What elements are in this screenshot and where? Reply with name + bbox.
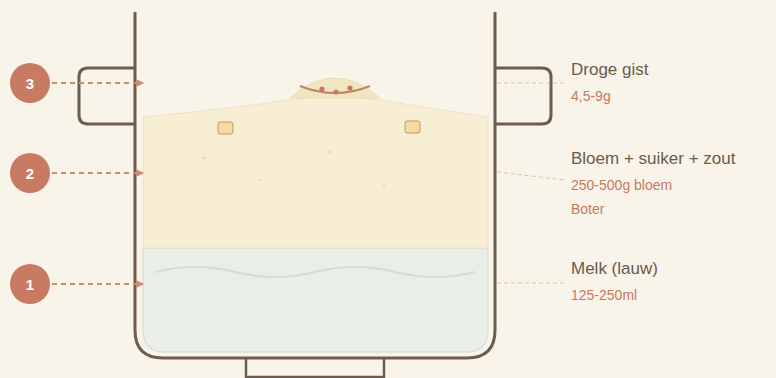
pan-handle [79, 68, 135, 124]
butter-cube [405, 121, 420, 133]
ingredient-amount: 125-250ml [571, 287, 637, 304]
callout-arrow [52, 82, 143, 84]
yeast-mound [290, 78, 380, 98]
yeast-dot [333, 89, 338, 94]
leader-line [497, 83, 565, 84]
milk-layer [143, 248, 488, 352]
pan-wall [135, 12, 495, 358]
callout-circle: 2 [10, 153, 50, 193]
flour-speck [327, 150, 330, 153]
flour-speck [202, 156, 205, 159]
pan-foot [246, 358, 384, 377]
callout-number: 3 [26, 75, 34, 92]
flour-speck [383, 185, 386, 188]
flour-speck [259, 179, 262, 182]
ingredient-name: Bloem + suiker + zout [571, 149, 735, 169]
ingredient-amount: 4,5-9g [571, 88, 611, 105]
ingredient-name: Melk (lauw) [571, 259, 658, 279]
ingredient-amount: 250-500g bloem [571, 177, 672, 194]
pan-handle [495, 68, 551, 124]
yeast-dot [347, 85, 352, 90]
yeast-dot [319, 86, 324, 91]
leader-line [497, 283, 565, 284]
callout-circle: 1 [10, 264, 50, 304]
milk-wave [155, 267, 475, 277]
flour-layer [143, 96, 488, 248]
callout-circle: 3 [10, 63, 50, 103]
callout-number: 1 [26, 276, 34, 293]
callout-arrow [52, 172, 143, 174]
leader-line [497, 172, 565, 180]
butter-cube [218, 122, 233, 134]
callout-number: 2 [26, 165, 34, 182]
callout-arrow [52, 283, 143, 285]
ingredient-name: Droge gist [571, 60, 648, 80]
ingredient-amount: Boter [571, 201, 604, 218]
